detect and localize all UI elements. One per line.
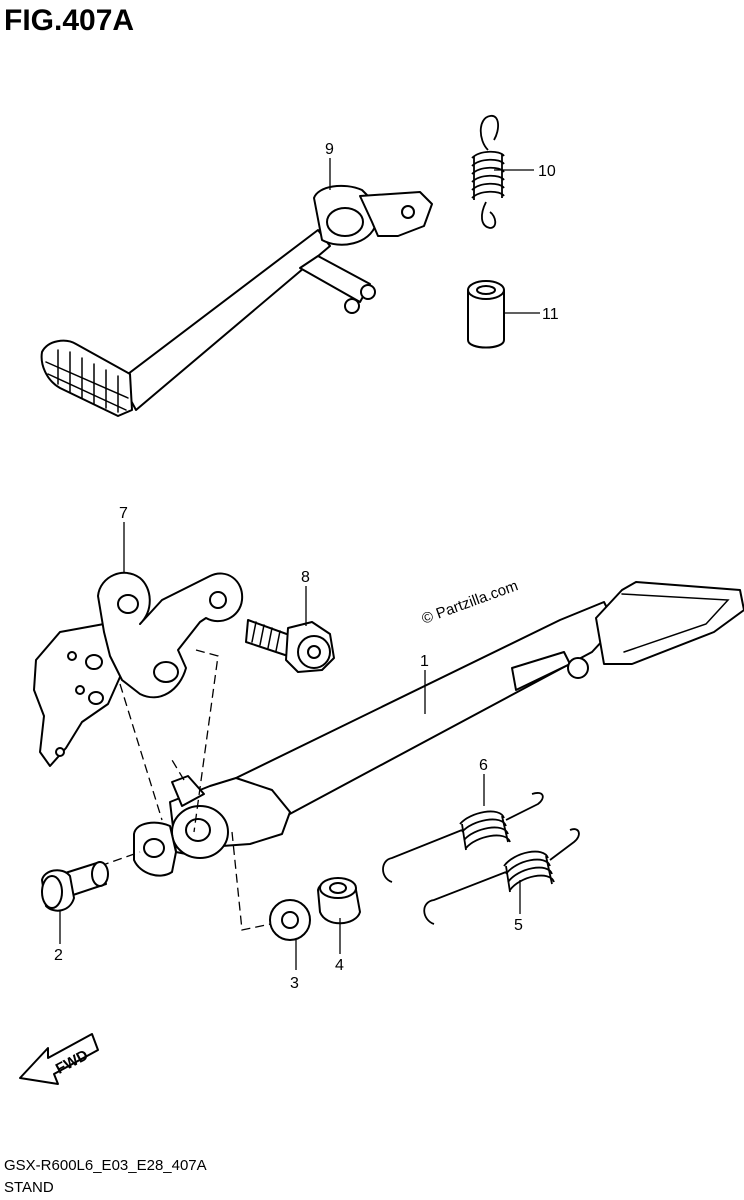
figure-code: GSX-R600L6_E03_E28_407A: [4, 1157, 207, 1174]
callout-7: 7: [119, 505, 128, 522]
side-stand[interactable]: [133, 581, 744, 877]
callout-9: 9: [325, 141, 334, 158]
callout-2: 2: [54, 947, 63, 964]
assembly-line: [99, 851, 141, 867]
inner-spring[interactable]: [382, 792, 544, 883]
figure-name: STAND: [4, 1179, 54, 1196]
callout-11: 11: [542, 306, 559, 323]
assembly-line: [171, 759, 185, 781]
callout-1: 1: [420, 653, 429, 670]
figure-title: FIG.407A: [4, 4, 134, 37]
gearshift-lever[interactable]: [40, 184, 433, 417]
stand-bolt[interactable]: [41, 861, 109, 912]
callout-8: 8: [301, 569, 310, 586]
callout-10: 10: [538, 163, 556, 180]
callout-6: 6: [479, 757, 488, 774]
callout-5: 5: [514, 917, 523, 934]
callout-4: 4: [335, 957, 344, 974]
collar[interactable]: [467, 280, 505, 349]
callout-3: 3: [290, 975, 299, 992]
assembly-line: [193, 649, 219, 833]
nut[interactable]: [317, 877, 361, 925]
watermark: © Partzilla.com: [420, 577, 521, 628]
bracket-bolt[interactable]: [245, 619, 335, 673]
washer[interactable]: [269, 899, 311, 941]
lever-spring[interactable]: [471, 115, 505, 229]
stand-bracket[interactable]: [33, 571, 244, 767]
assembly-line: [119, 683, 163, 821]
forward-arrow-icon: FWD: [19, 1033, 99, 1085]
outer-spring[interactable]: [423, 828, 580, 925]
